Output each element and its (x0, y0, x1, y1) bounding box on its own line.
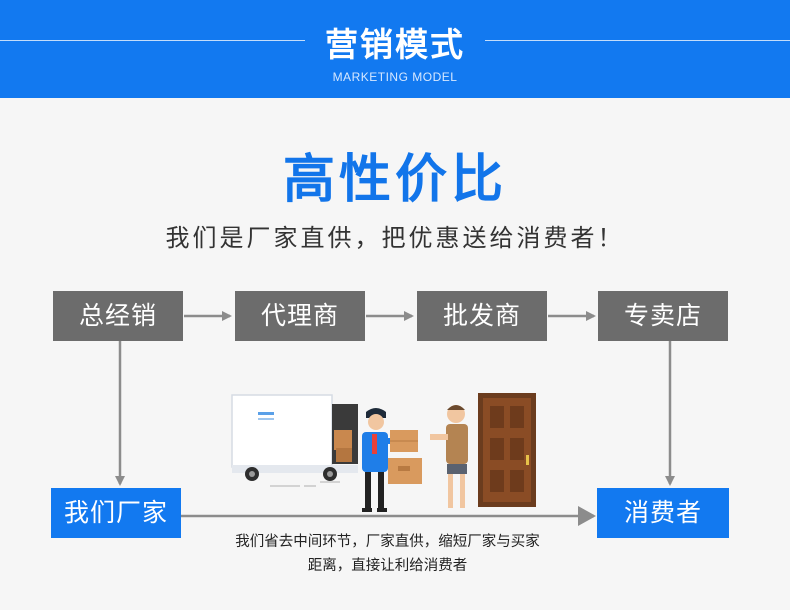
header-banner: 营销模式 MARKETING MODEL (0, 0, 790, 98)
headline: 高性价比 (282, 150, 507, 210)
description-line-1: 我们省去中间环节，厂家直供，缩短厂家与买家 (235, 534, 540, 550)
store-box: 专卖店 (598, 291, 728, 341)
consumer-box: 消费者 (597, 488, 729, 538)
door-illustration (478, 393, 536, 507)
delivery-truck-illustration (231, 394, 358, 487)
header-subtitle: MARKETING MODEL (332, 70, 458, 84)
header-divider-right (485, 40, 790, 41)
wholesaler-box: 批发商 (417, 291, 547, 341)
customer-illustration (430, 405, 468, 508)
description: 我们省去中间环节，厂家直供，缩短厂家与买家 距离，直接让利给消费者 (200, 530, 575, 578)
delivery-man-illustration (362, 408, 422, 512)
factory-box: 我们厂家 (51, 488, 181, 538)
description-line-2: 距离，直接让利给消费者 (307, 558, 468, 574)
header-title: 营销模式 (325, 25, 465, 64)
agent-box: 代理商 (235, 291, 365, 341)
distributor-box: 总经销 (53, 291, 183, 341)
header-divider-left (0, 40, 305, 41)
slogan: 我们是厂家直供，把优惠送给消费者！ (165, 224, 625, 252)
